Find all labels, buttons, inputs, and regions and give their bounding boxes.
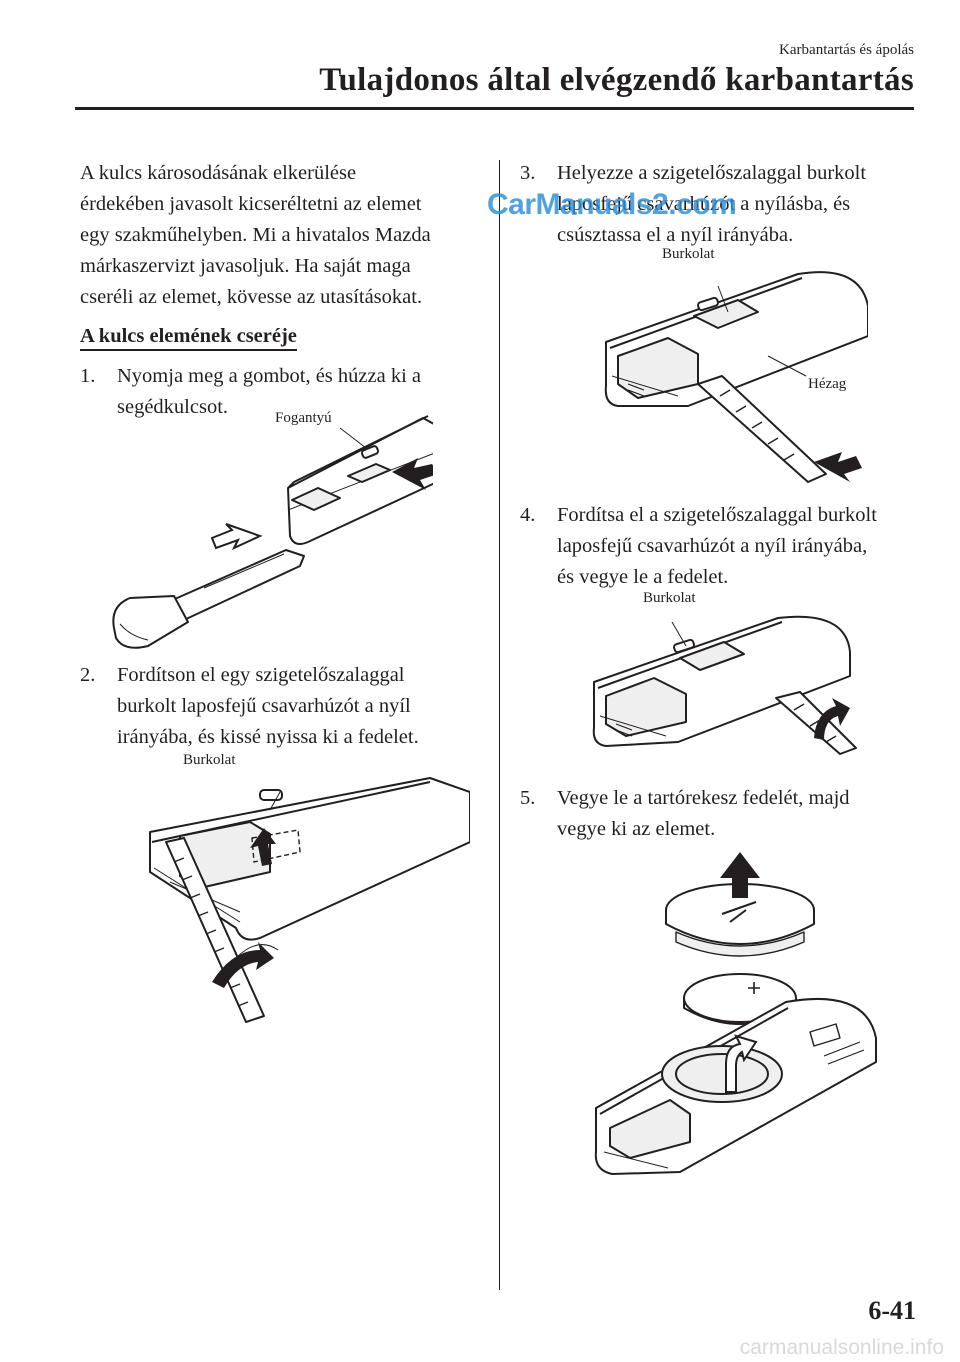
callout-gap: Hézag xyxy=(808,376,847,392)
figure-step-1 xyxy=(108,410,433,650)
step-number: 1. xyxy=(80,365,96,387)
figure-step-3 xyxy=(598,266,868,496)
callout-cover: Burkolat xyxy=(662,246,715,262)
page-number: 6-41 xyxy=(868,1296,916,1325)
step-2: 2. Fordítson el egy szigetelőszalaggal b… xyxy=(80,660,480,753)
callout-cover: Burkolat xyxy=(183,752,236,768)
figure-step-5 xyxy=(590,852,880,1178)
right-column: 3. Helyezze a szigetelőszalaggal burkolt… xyxy=(520,158,920,251)
step-4: 4. Fordítsa el a szigetelőszalaggal burk… xyxy=(520,500,920,593)
step-5: 5. Vegye le a tartórekesz fedelét, majd … xyxy=(520,783,920,845)
battery-removal-illustration xyxy=(594,852,877,1175)
page-title: Tulajdonos által elvégzendő karbantartás xyxy=(319,62,914,98)
step-4-block: 4. Fordítsa el a szigetelőszalaggal burk… xyxy=(520,500,920,593)
column-divider xyxy=(499,160,500,1290)
step-1: 1. Nyomja meg a gombot, és húzza ki a se… xyxy=(80,361,480,423)
step-3: 3. Helyezze a szigetelőszalaggal burkolt… xyxy=(520,158,920,251)
step-text: Nyomja meg a gombot, és húzza ki a segéd… xyxy=(117,365,421,418)
step-text: Fordítsa el a szigetelőszalaggal burkolt… xyxy=(557,504,877,588)
screwdriver-open-cover-illustration xyxy=(149,777,470,1023)
step-text: Helyezze a szigetelőszalaggal burkolt la… xyxy=(557,162,867,246)
step-number: 2. xyxy=(80,664,96,686)
step-5-block: 5. Vegye le a tartórekesz fedelét, majd … xyxy=(520,783,920,845)
screwdriver-slide-illustration xyxy=(604,271,868,483)
footer-watermark: carmanualsonline.info xyxy=(739,1336,944,1359)
subheading: A kulcs elemének cseréje xyxy=(80,323,297,351)
step-text: Fordítson el egy szigetelőszalaggal burk… xyxy=(117,664,419,748)
callout-handle: Fogantyú xyxy=(275,410,332,426)
section-heading: Karbantartás és ápolás xyxy=(779,42,914,58)
intro-paragraph: A kulcs károsodásának elkerülése érdekéb… xyxy=(80,162,431,308)
step-number: 4. xyxy=(520,504,536,526)
step-number: 5. xyxy=(520,787,536,809)
screwdriver-remove-cover-illustration xyxy=(592,615,857,755)
step-number: 3. xyxy=(520,162,536,184)
header-rule xyxy=(75,107,914,110)
step-text: Vegye le a tartórekesz fedelét, majd veg… xyxy=(557,787,850,840)
figure-step-2 xyxy=(140,772,470,1032)
key-fob-release-illustration xyxy=(112,415,433,649)
watermark-logo: CarManuals2.com xyxy=(487,188,737,221)
left-column: A kulcs károsodásának elkerülése érdekéb… xyxy=(80,158,480,423)
step-2-block: 2. Fordítson el egy szigetelőszalaggal b… xyxy=(80,660,480,753)
callout-cover: Burkolat xyxy=(643,590,696,606)
figure-step-4 xyxy=(588,612,858,772)
